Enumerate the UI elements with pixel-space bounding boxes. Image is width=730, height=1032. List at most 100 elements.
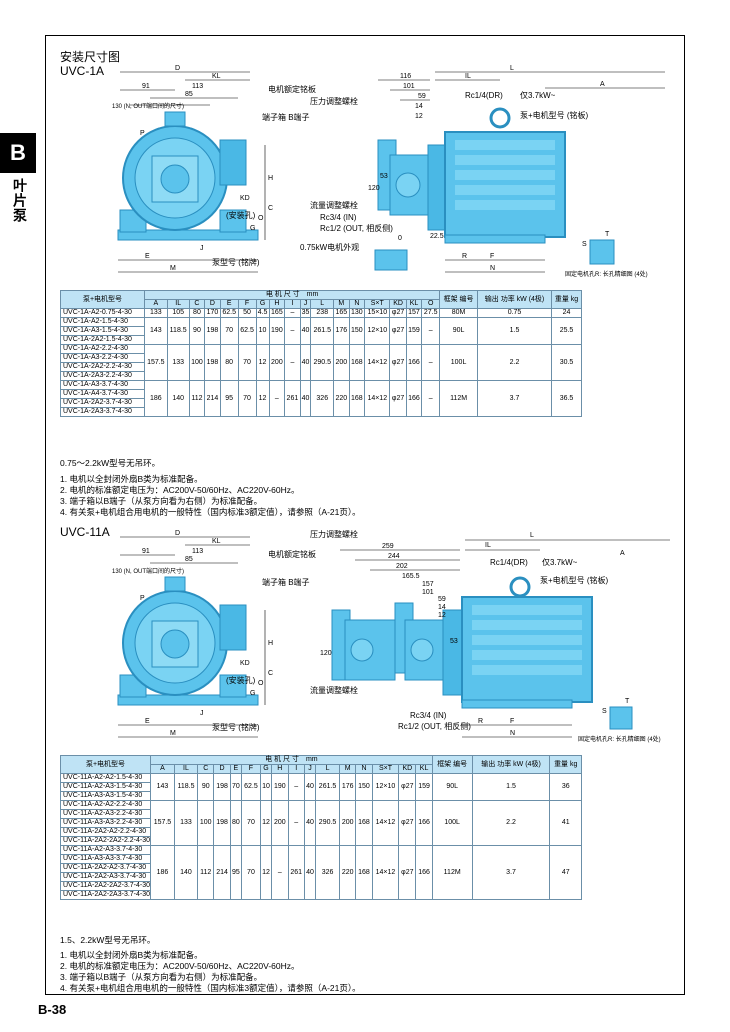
value-cell: 3.7	[471, 845, 551, 900]
value-cell: 220	[338, 845, 357, 900]
header-frame: 框架 编号	[439, 290, 478, 309]
label-nameplate: 电机额定铭板	[268, 84, 316, 94]
dim-e: E	[145, 253, 150, 260]
col-header: H	[271, 764, 289, 774]
value-cell: 159	[415, 773, 433, 801]
value-cell: 176	[333, 317, 350, 345]
label-only37: 仅3.7kW~	[520, 90, 556, 100]
value-cell: 168	[355, 800, 373, 846]
dim-s-2: S	[602, 708, 607, 715]
value-cell: 90	[197, 773, 215, 801]
model-cell: UVC-11A-2A2-2A2-2.2-4-30	[59, 836, 152, 846]
value-cell: 165	[333, 308, 350, 318]
dim-r: R	[462, 253, 467, 260]
model-cell: UVC-1A-2A2-2.2-4-30	[60, 362, 145, 372]
value-cell: 12	[255, 380, 270, 417]
model-cell: UVC-11A-2A2-A2-3.7-4-30	[59, 863, 152, 873]
dim-r-2: R	[478, 718, 483, 725]
value-cell: 40	[299, 380, 312, 417]
value-cell: 150	[355, 773, 373, 801]
col-header: KL	[405, 299, 423, 309]
label-rc14: Rc1/4(DR)	[465, 91, 503, 100]
col-header: A	[144, 299, 168, 309]
value-cell: 40	[303, 845, 317, 900]
label-fix-hole-2: 固定电机孔R: 长孔精细图 (4处)	[578, 735, 661, 743]
note-1: 1. 电机以全封闭外扇B类为标准配备。	[60, 474, 203, 484]
value-cell: 290.5	[310, 344, 335, 381]
value-cell: 157.5	[150, 800, 175, 846]
front-view-motor	[117, 111, 259, 241]
page-number: B-38	[38, 1002, 67, 1017]
label-pump-motor-2: 泵+电机型号 (铭板)	[540, 575, 609, 585]
value-cell: 157	[405, 308, 423, 318]
dimension-labels: D KL 91 113 85 P KD C G O E J M H 116 10…	[140, 65, 610, 272]
dim-101-2: 101	[422, 589, 434, 596]
value-cell: 140	[173, 845, 199, 900]
dim-12-2: 12	[438, 612, 446, 619]
value-cell: 2.2	[476, 344, 553, 381]
dim-14: 14	[415, 103, 423, 110]
value-cell: 166	[415, 800, 433, 846]
dim-120: 120	[368, 185, 380, 192]
value-cell: 70	[219, 317, 239, 345]
dim-116: 116	[400, 73, 411, 80]
motor-075-outline	[374, 249, 408, 271]
value-cell: 27.5	[421, 308, 441, 318]
value-cell: 190	[268, 317, 286, 345]
dim-59-2: 59	[438, 596, 446, 603]
value-cell: 35	[299, 308, 312, 318]
model-cell: UVC-1A-A4-3.7-4-30	[60, 389, 145, 399]
value-cell: 143	[150, 773, 175, 801]
model-cell: UVC-1A-2A2-3.7-4-30	[60, 398, 145, 408]
col-header: D	[213, 764, 231, 774]
note2-1: 1. 电机以全封闭外扇B类为标准配备。	[60, 950, 203, 960]
value-cell: 0.75	[476, 308, 553, 318]
col-header: KL	[415, 764, 433, 774]
dim-a: A	[600, 81, 605, 88]
value-cell: –	[287, 773, 305, 801]
col-header: O	[421, 299, 441, 309]
value-cell: 36	[549, 773, 582, 801]
dim-kd-2: KD	[240, 660, 250, 667]
value-cell: 261.5	[315, 773, 340, 801]
value-cell: 70	[241, 845, 261, 900]
value-cell: 140	[166, 380, 190, 417]
dim-120-2: 120	[320, 650, 332, 657]
model-cell: UVC-11A-A2-A3-1.5-4-30	[59, 782, 152, 792]
value-cell: –	[284, 344, 301, 381]
label-pump-model-2: 泵型号 (铭牌)	[212, 722, 260, 732]
value-cell: φ27	[398, 773, 417, 801]
spec-table-uvc-11a: 泵+电机型号 电 机 尺 寸 mm 框架 编号 输出 功率 kW (4极) 重量…	[59, 755, 582, 900]
value-cell: 165	[268, 308, 286, 318]
col-header: IL	[166, 299, 190, 309]
table2-notes: 1. 电机以全封闭外扇B类为标准配备。 2. 电机的标准额定电压为：AC200V…	[60, 950, 361, 994]
value-cell: 90L	[431, 773, 473, 801]
value-cell: 200	[338, 800, 357, 846]
value-cell: 261.5	[310, 317, 335, 345]
dim-h-2: H	[268, 640, 273, 647]
value-cell: 70	[237, 344, 257, 381]
label-hole-note: 130 (N, OUT端口间的尺寸)	[112, 102, 184, 110]
dim-il-2: IL	[485, 542, 491, 549]
dim-91: 91	[142, 83, 150, 90]
dim-o-2: O	[258, 680, 264, 687]
value-cell: –	[421, 380, 441, 417]
page-frame	[45, 35, 685, 995]
dim-c-2: C	[268, 670, 273, 677]
col-header: F	[241, 764, 261, 774]
value-cell: 14×12	[371, 800, 400, 846]
value-cell: 170	[204, 308, 221, 318]
spec-table-uvc-1a: 泵+电机型号 电 机 尺 寸 mm 框架 编号 输出 功率 kW (4极) 重量…	[60, 290, 582, 417]
value-cell: 10	[255, 317, 270, 345]
dim-o: O	[258, 215, 264, 222]
label-motor-view: 0.75kW电机外观	[300, 242, 359, 252]
value-cell: 112	[197, 845, 215, 900]
header-motor-dims-2: 电 机 尺 寸 mm	[150, 755, 433, 765]
dim-d: D	[175, 65, 180, 72]
value-cell: 15×10	[364, 308, 391, 318]
value-cell: 150	[348, 317, 366, 345]
note2-4: 4. 有关泵+电机组合用电机的一般特性（国内标准3额定值），请参照（A-21页）…	[60, 983, 361, 993]
